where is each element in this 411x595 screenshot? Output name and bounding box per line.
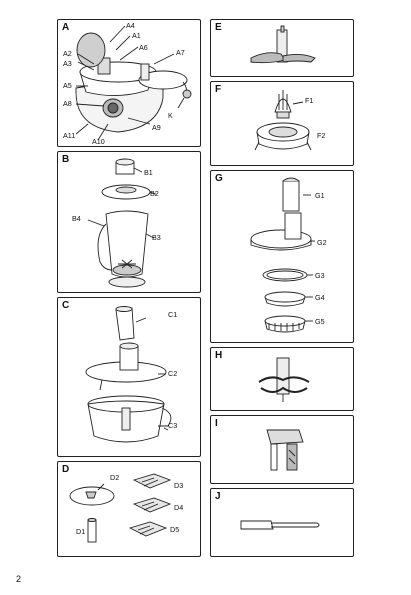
label-g3: G3 bbox=[315, 271, 325, 280]
label-d2: D2 bbox=[110, 473, 120, 482]
panel-d-title: D bbox=[62, 464, 70, 475]
label-a11: A11 bbox=[63, 131, 76, 140]
label-c3: C3 bbox=[168, 421, 178, 430]
label-d4: D4 bbox=[174, 503, 184, 512]
label-g1: G1 bbox=[315, 191, 325, 200]
panel-a-title: A bbox=[62, 22, 70, 33]
label-a4: A4 bbox=[126, 21, 135, 30]
label-c1: C1 bbox=[168, 310, 178, 319]
panel-j-title: J bbox=[215, 491, 221, 502]
bowl-lid-illustration bbox=[85, 306, 172, 443]
blender-jug-illustration bbox=[87, 158, 157, 288]
slicing-discs-illustration bbox=[69, 473, 172, 543]
panel-d: D D2 D3 D4 D1 D5 bbox=[57, 461, 201, 557]
citrus-press-illustration bbox=[254, 90, 312, 151]
label-f2: F2 bbox=[317, 131, 326, 140]
label-b1: B1 bbox=[144, 168, 153, 177]
label-a8: A8 bbox=[63, 99, 72, 108]
label-b2: B2 bbox=[150, 189, 159, 198]
panel-h-title: H bbox=[215, 350, 223, 361]
panel-f: F F1 F2 bbox=[210, 81, 354, 166]
label-a9: A9 bbox=[152, 123, 161, 132]
panel-g-title: G bbox=[215, 173, 223, 184]
panel-b-title: B bbox=[62, 154, 70, 165]
label-a10: A10 bbox=[92, 137, 105, 146]
panel-i: I bbox=[210, 415, 354, 484]
panel-e: E bbox=[210, 19, 354, 77]
panel-i-title: I bbox=[215, 418, 218, 429]
whisk-attachment-illustration bbox=[258, 357, 310, 402]
panel-b: B B1 B2 B4 B3 bbox=[57, 151, 201, 293]
food-processor-illustration bbox=[75, 25, 192, 141]
label-k: K bbox=[168, 111, 173, 120]
label-b4: B4 bbox=[72, 214, 81, 223]
label-d5: D5 bbox=[170, 525, 180, 534]
blade-illustration bbox=[250, 25, 316, 64]
panel-f-title: F bbox=[215, 84, 222, 95]
panel-c: C C1 C2 C3 bbox=[57, 297, 201, 457]
spatula-illustration bbox=[240, 520, 320, 530]
label-a2: A2 bbox=[63, 49, 72, 58]
label-a5: A5 bbox=[63, 81, 72, 90]
panel-g: G G1 G2 G3 G4 G5 bbox=[210, 170, 354, 343]
label-f1: F1 bbox=[305, 96, 314, 105]
kneading-tool-illustration bbox=[266, 429, 304, 471]
panel-e-title: E bbox=[215, 22, 222, 33]
panel-a: A bbox=[57, 19, 201, 147]
panel-c-title: C bbox=[62, 300, 70, 311]
panel-h: H bbox=[210, 347, 354, 411]
page-number: 2 bbox=[16, 574, 22, 584]
juicer-illustration bbox=[250, 177, 315, 333]
label-b3: B3 bbox=[152, 233, 161, 242]
label-g2: G2 bbox=[317, 238, 327, 247]
label-c2: C2 bbox=[168, 369, 178, 378]
label-g5: G5 bbox=[315, 317, 325, 326]
panel-j: J bbox=[210, 488, 354, 557]
label-a7: A7 bbox=[176, 48, 185, 57]
label-d1: D1 bbox=[76, 527, 86, 536]
label-g4: G4 bbox=[315, 293, 325, 302]
label-a3: A3 bbox=[63, 59, 72, 68]
label-a6: A6 bbox=[139, 43, 148, 52]
label-a1: A1 bbox=[132, 31, 141, 40]
label-d3: D3 bbox=[174, 481, 184, 490]
